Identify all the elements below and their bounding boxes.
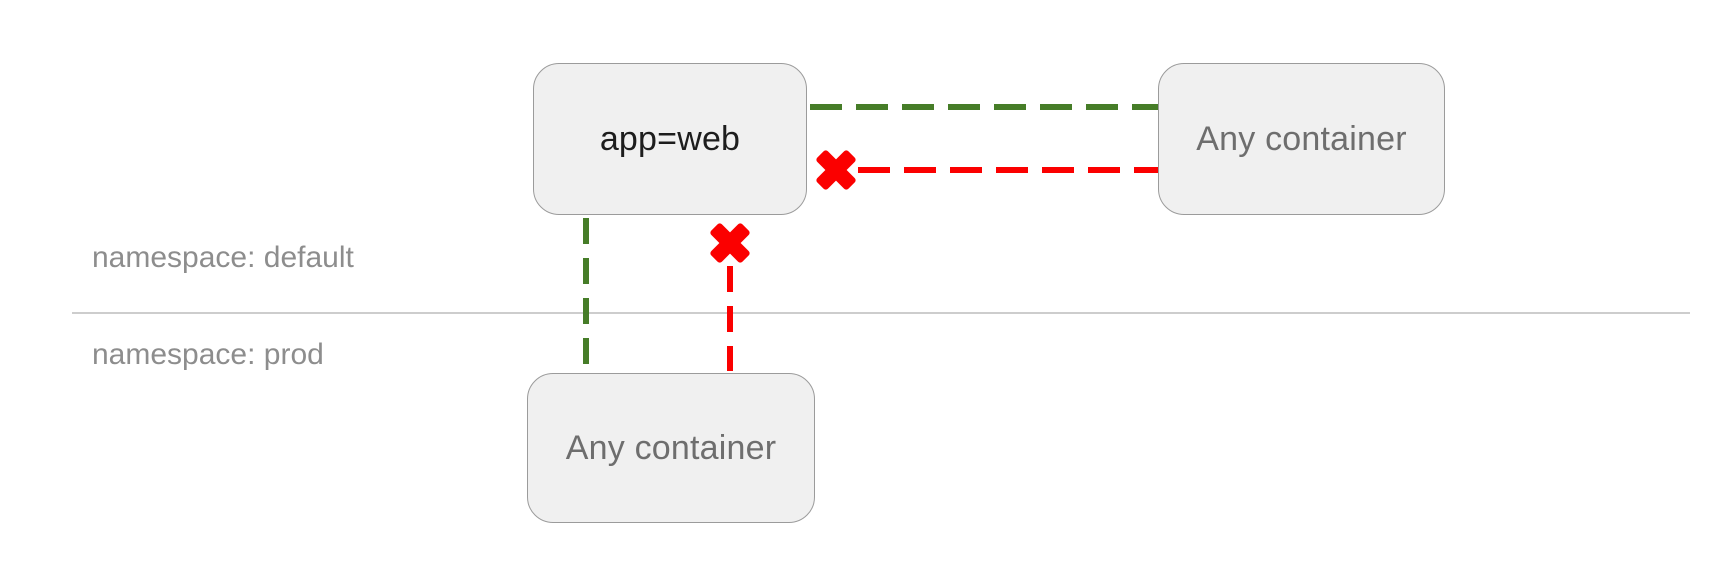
blocked-x-icon	[709, 222, 751, 264]
namespace-default-label: namespace: default	[92, 241, 354, 274]
namespace-divider	[72, 312, 1690, 314]
node-app-web-label: app=web	[599, 119, 741, 158]
node-any-container-default: Any container	[1158, 63, 1445, 215]
node-app-web: app=web	[533, 63, 807, 215]
namespace-prod-label: namespace: prod	[92, 338, 324, 371]
node-any-container-default-label: Any container	[1196, 119, 1407, 158]
node-any-container-prod: Any container	[527, 373, 815, 523]
blocked-x-icon	[815, 149, 857, 191]
node-any-container-prod-label: Any container	[565, 428, 777, 467]
